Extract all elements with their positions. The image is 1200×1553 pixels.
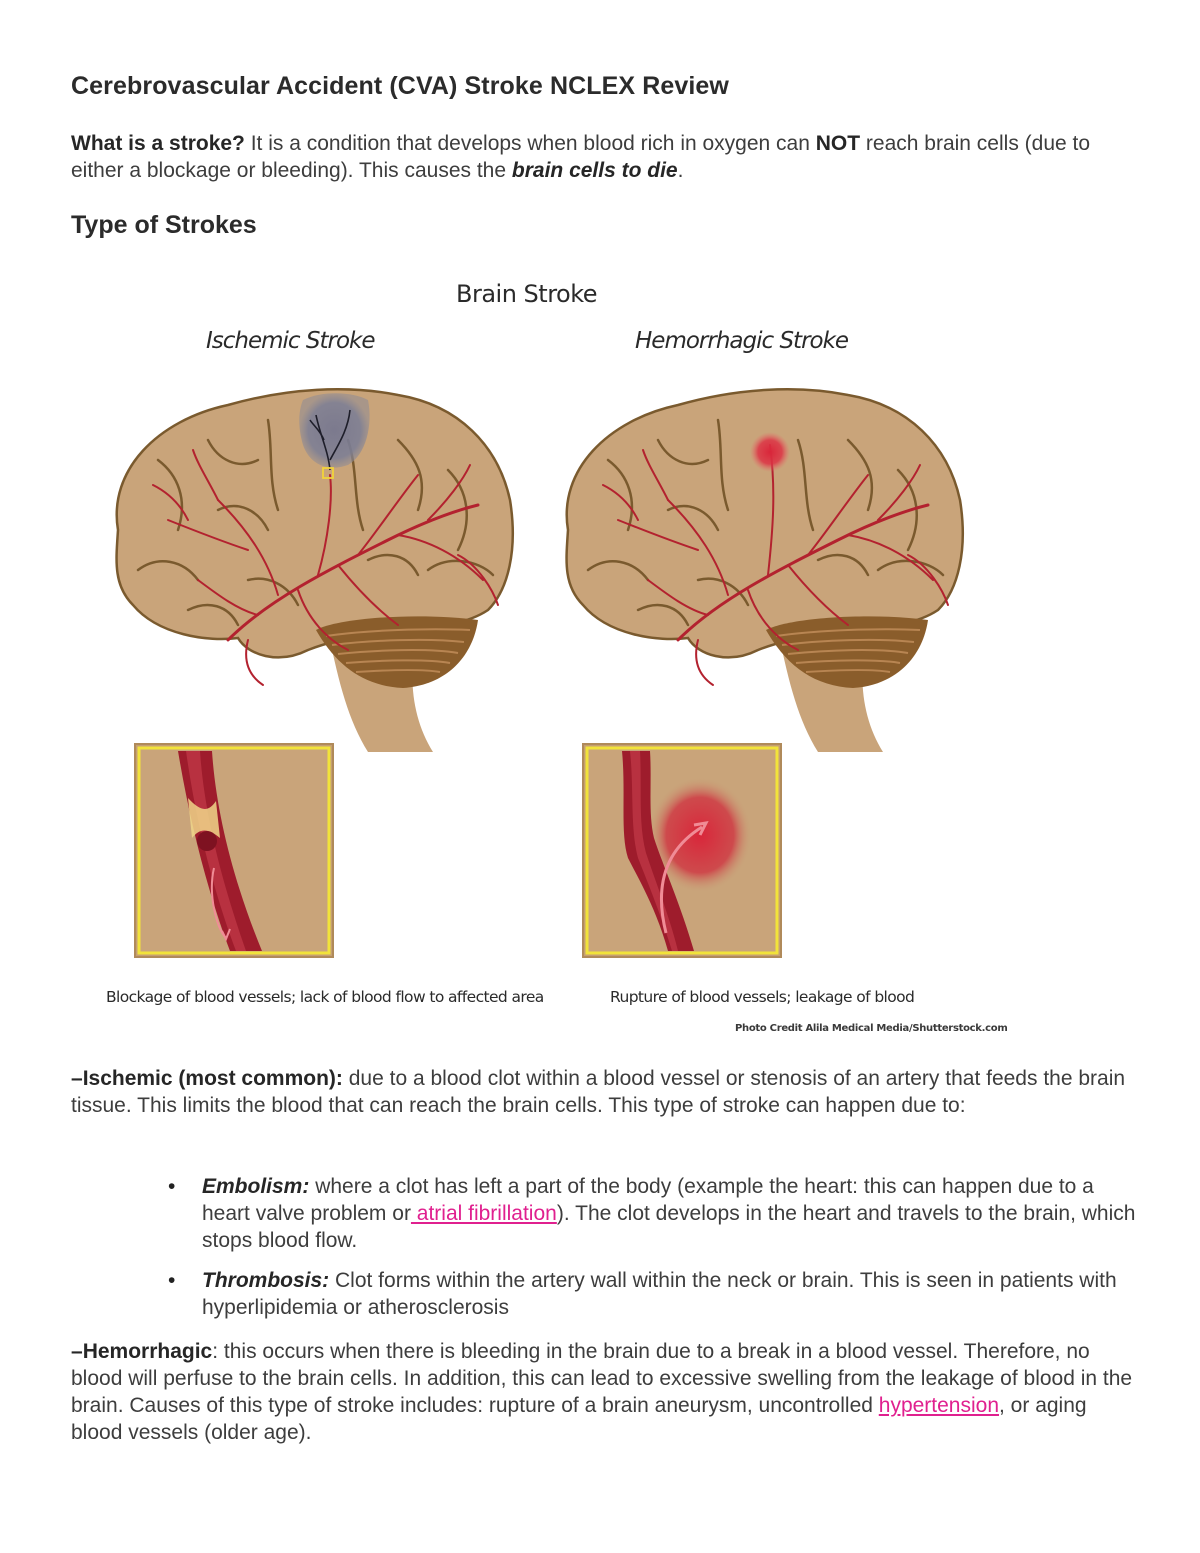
hemorrhagic-brain-illustration	[565, 388, 964, 752]
intro-emphasis-not: NOT	[815, 132, 861, 155]
intro-paragraph: What is a stroke? It is a condition that…	[71, 130, 1141, 184]
hemorrhagic-subtitle: Hemorrhagic Stroke	[635, 328, 849, 354]
bullet-icon: •	[168, 1269, 176, 1292]
hemorrhagic-paragraph: –Hemorrhagic: this occurs when there is …	[71, 1338, 1141, 1446]
ischemic-subtitle: Ischemic Stroke	[206, 328, 376, 354]
intro-text: .	[677, 159, 684, 182]
embolism-label: Embolism:	[202, 1175, 310, 1198]
thrombosis-text: Clot forms within the artery wall within…	[202, 1269, 1117, 1319]
dash: –	[71, 1340, 83, 1363]
embolism-text: where a clot has left a part of the body…	[202, 1175, 1094, 1225]
hemorrhagic-caption: Rupture of blood vessels; leakage of blo…	[610, 988, 915, 1006]
rupture-vessel-inset	[582, 743, 782, 958]
brain-stroke-figure: Brain Stroke Ischemic Stroke Hemorrhagic…	[90, 270, 1010, 1050]
thrombosis-label: Thrombosis:	[202, 1269, 330, 1292]
list-item-thrombosis: • Thrombosis: Clot forms within the arter…	[71, 1267, 1141, 1321]
section-heading: Type of Strokes	[71, 211, 257, 239]
intro-question: What is a stroke?	[71, 132, 245, 155]
dash: –	[71, 1067, 83, 1090]
intro-emphasis-die: brain cells to die	[511, 159, 678, 182]
list-item-embolism: • Embolism: where a clot has left a part …	[71, 1173, 1141, 1254]
ischemic-text: due to a blood clot within a blood vesse…	[71, 1067, 1126, 1117]
ischemic-label: Ischemic (most common):	[82, 1067, 343, 1090]
embolism-text: ). The clot develops in the heart and tr…	[202, 1202, 1136, 1252]
hemorrhagic-text: : this occurs when there is bleeding in …	[71, 1340, 1133, 1417]
hemorrhagic-label: Hemorrhagic	[82, 1340, 213, 1363]
ischemic-brain-illustration	[115, 388, 514, 752]
page-title: Cerebrovascular Accident (CVA) Stroke NC…	[71, 72, 729, 100]
blockage-vessel-inset	[134, 743, 334, 958]
ischemic-paragraph: –Ischemic (most common): due to a blood …	[71, 1065, 1141, 1119]
intro-text: It is a condition that develops when blo…	[244, 132, 816, 155]
figure-title: Brain Stroke	[456, 280, 598, 308]
intro-text: reach brain cells (due to either a block…	[71, 132, 1091, 182]
hemorrhagic-text: , or aging blood vessels (older age).	[71, 1394, 1087, 1444]
ischemic-caption: Blockage of blood vessels; lack of blood…	[106, 988, 544, 1006]
photo-credit: Photo Credit Alila Medical Media/Shutter…	[735, 1023, 1008, 1034]
bullet-icon: •	[168, 1175, 176, 1198]
atrial-fibrillation-link[interactable]: atrial fibrillation	[410, 1202, 557, 1225]
ischemic-causes-list: • Embolism: where a clot has left a part …	[71, 1173, 1141, 1334]
hypertension-link[interactable]: hypertension	[878, 1394, 1000, 1417]
